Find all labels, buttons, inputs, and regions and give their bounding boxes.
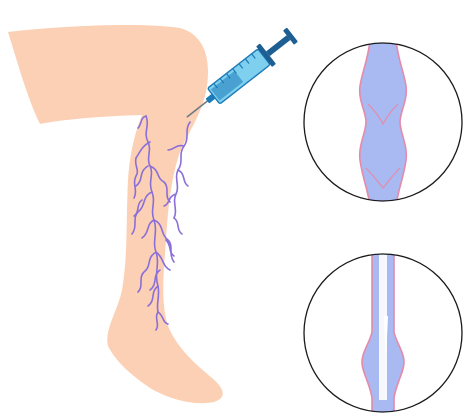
panel-outline	[303, 42, 463, 202]
syringe-needle	[186, 97, 211, 118]
sclerosant-streak	[384, 316, 388, 360]
leg	[8, 25, 223, 404]
syringe-plunger-rod	[266, 35, 291, 57]
syringe	[186, 27, 298, 118]
panel-outline	[303, 253, 463, 413]
syringe-flange	[256, 43, 276, 67]
varicose-veins	[131, 115, 191, 331]
syringe-tip	[205, 94, 216, 104]
syringe-fluid	[210, 70, 244, 101]
leg-shape	[8, 25, 223, 404]
vein-valve-bottom	[365, 167, 401, 189]
vein-before-panel	[303, 42, 463, 202]
closed-vein-core	[379, 254, 387, 400]
syringe-plunger-cap	[283, 27, 298, 45]
syringe-scale-marks	[213, 53, 256, 89]
vein-valve-top	[367, 103, 399, 126]
vein-after-panel	[303, 253, 463, 413]
